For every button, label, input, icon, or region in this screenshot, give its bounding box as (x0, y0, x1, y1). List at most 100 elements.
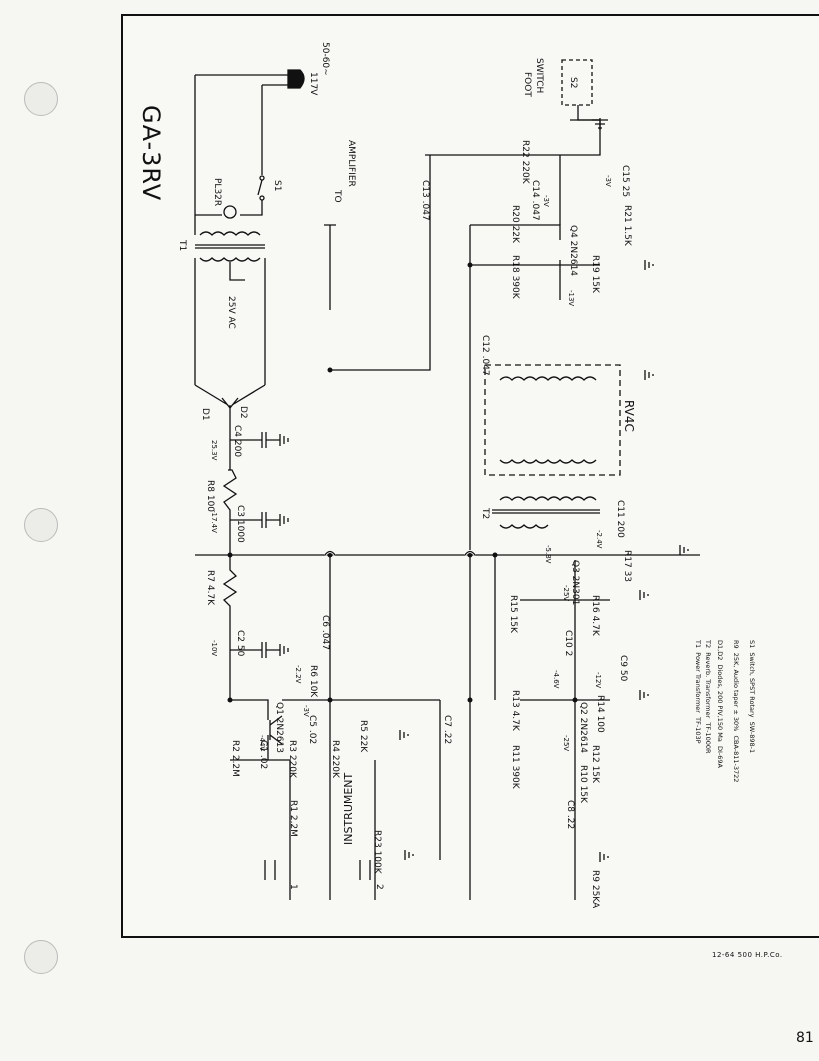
s1-contact-2 (259, 195, 265, 201)
t1-label: T1 (177, 240, 187, 252)
s1-label: S1 (272, 180, 282, 192)
voltage-label: -4.6V (552, 670, 560, 689)
component-designator: R8 (205, 480, 215, 492)
component-value: 25KA (590, 881, 600, 909)
component-value: .02 (307, 727, 317, 745)
component-label-r22: R22 220K (520, 140, 530, 184)
component-label-c7: C7 .22 (442, 715, 452, 744)
t1-secondary (199, 257, 261, 262)
component-label-r23: R23 100K (372, 830, 382, 874)
component-label-c4: C4 200 (232, 425, 242, 457)
voltage-label: -13V (567, 290, 575, 307)
component-designator: R5 (358, 720, 368, 732)
component-label-c14: C14 .047 (530, 180, 540, 221)
component-label-r7: R7 4.7K (205, 570, 215, 605)
mains-wire (195, 74, 290, 175)
component-designator: R9 (590, 870, 600, 882)
component-label-c11: C11 200 (615, 500, 625, 538)
voltage-label: -25V (562, 585, 570, 602)
foot-switch-label-2: SWITCH (534, 58, 544, 94)
component-label-c15: C15 25 (620, 165, 630, 197)
component-label-r15: R15 15K (508, 595, 518, 633)
component-designator: C12 (480, 335, 490, 353)
component-value: 200 (615, 517, 625, 538)
component-value: 22K (510, 222, 520, 243)
voltage-label: -12V (594, 672, 602, 689)
component-value: .047 (530, 197, 540, 221)
component-designator: R13 (510, 690, 520, 708)
component-designator: R20 (510, 205, 520, 223)
component-value: 100K (372, 847, 382, 874)
t2-windings (499, 376, 597, 464)
legend-row: T1 Power Transformer TF-103P (694, 640, 702, 744)
diode-d1 (194, 384, 231, 409)
component-designator: R2 (230, 740, 240, 752)
component-value: 220K (520, 157, 530, 184)
component-label-c8: C8 .22 (565, 800, 575, 829)
legend-row: T2 Reverb. Transformer TF-1000R (704, 640, 712, 754)
component-designator: C7 (442, 715, 452, 728)
component-designator: R14 (595, 695, 605, 713)
page-number: 81 (796, 1030, 814, 1046)
component-label-r5: R5 22K (358, 720, 368, 752)
t1-primary (199, 231, 261, 236)
component-designator: C13 (420, 180, 430, 198)
mains-frequency-label: 50-60~ (320, 42, 330, 76)
component-value: 220K (287, 751, 297, 778)
transistor-label-q3: Q3 2N301 (570, 560, 580, 606)
input-2-label: 2 (374, 884, 384, 890)
stage-2-line (469, 225, 576, 900)
component-value: .22 (442, 727, 452, 745)
component-value: 390K (510, 272, 520, 299)
voltage-label: -3V (542, 195, 550, 207)
component-designator: R23 (372, 830, 382, 848)
reverb-tank-label: RV4C (622, 400, 636, 432)
component-designator: C15 (620, 165, 630, 183)
component-value: 100 (595, 712, 605, 733)
reverb-tank-rv4c (484, 364, 621, 476)
s2-label: S2 (568, 77, 578, 89)
q1-emitter-line (230, 699, 269, 760)
component-value: 390K (510, 762, 520, 789)
component-value: 10K (308, 676, 318, 698)
supply-rail (222, 405, 238, 560)
component-designator: C6 (320, 615, 330, 628)
component-designator: R7 (205, 570, 215, 582)
component-label-r13: R13 4.7K (510, 690, 520, 731)
component-value: 1000 (235, 517, 245, 543)
d2-label: D2 (238, 406, 248, 419)
component-value: 25 (620, 182, 630, 198)
component-label-r16: R16 4.7K (590, 595, 600, 636)
component-label-c3: C3 1000 (235, 505, 245, 543)
component-designator: C10 (563, 630, 573, 648)
component-value: 2 (563, 647, 573, 657)
t2-label: T2 (480, 508, 490, 520)
component-label-c5: C5 .02 (307, 715, 317, 744)
component-designator: C14 (530, 180, 540, 198)
component-value: .047 (320, 627, 330, 650)
component-value: 4.7K (590, 612, 600, 636)
component-designator: R15 (508, 595, 518, 613)
punch-hole-top (24, 82, 58, 116)
component-label-c13: C13 .047 (420, 180, 430, 221)
component-value: 220K (330, 751, 340, 778)
t1-core (195, 244, 265, 249)
output-jack (324, 155, 431, 371)
voltage-label: -3V (604, 175, 612, 187)
component-designator: R12 (590, 745, 600, 763)
component-designator: R6 (308, 665, 318, 677)
component-value: 2.2M (230, 751, 240, 777)
component-label-r11: R11 390K (510, 745, 520, 789)
s1-lever (257, 179, 263, 196)
component-designator: C8 (565, 800, 575, 813)
component-value: 200 (232, 437, 242, 458)
footer-credit: 12-64 500 H.P.Co. (712, 951, 783, 959)
component-value: 15K (590, 762, 600, 783)
mains-plug (287, 69, 305, 89)
input-1-label: 1 (288, 884, 298, 890)
component-label-r1: R1 2.2M (288, 800, 298, 837)
component-label-r18: R18 390K (510, 255, 520, 299)
component-designator: C9 (618, 655, 628, 668)
component-designator: R22 (520, 140, 530, 158)
